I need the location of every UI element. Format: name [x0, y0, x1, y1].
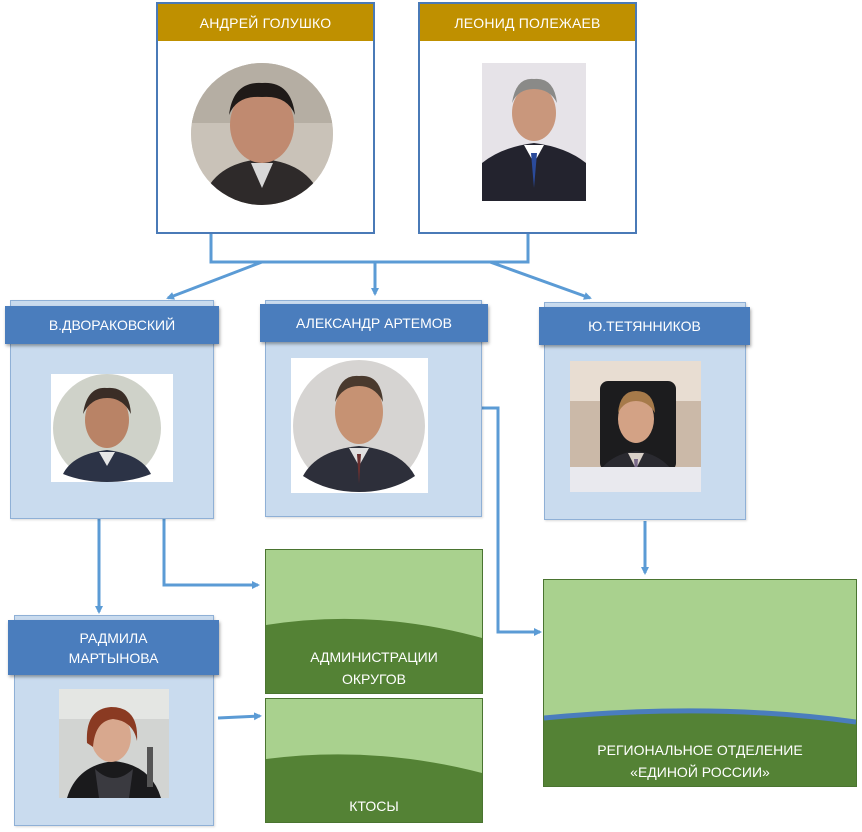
connector-dvorakovsky-to-districts	[162, 519, 260, 589]
name-dvorakovsky: В.ДВОРАКОВСКИЙ	[5, 306, 219, 344]
org-district-administrations-line2: ОКРУГОВ	[342, 671, 406, 687]
green-box-top-shape	[266, 550, 482, 638]
green-box-top-shape	[544, 580, 856, 725]
org-united-russia-line2: «ЕДИНОЙ РОССИИ»	[630, 764, 770, 780]
connector-to-dvorakovsky	[166, 260, 263, 300]
connector-artemov-to-united-russia	[482, 406, 542, 636]
name-golushko: АНДРЕЙ ГОЛУШКО	[158, 4, 373, 41]
photo-polezhaev	[482, 63, 586, 201]
name-polezhaev: ЛЕОНИД ПОЛЕЖАЕВ	[420, 4, 635, 41]
name-martynova-line1: РАДМИЛА	[79, 629, 148, 646]
name-martynova-line2: МАРТЫНОВА	[68, 649, 159, 666]
name-martynova: РАДМИЛА МАРТЫНОВА	[8, 620, 219, 675]
name-tetyannikov: Ю.ТЕТЯННИКОВ	[539, 307, 750, 345]
green-box-top-shape	[266, 699, 482, 773]
photo-tetyannikov	[570, 361, 701, 492]
org-district-administrations-label: АДМИНИСТРАЦИИ ОКРУГОВ	[266, 646, 482, 690]
photo-artemov	[291, 358, 428, 493]
photo-golushko	[191, 63, 333, 205]
photo-dvorakovsky	[51, 374, 173, 482]
connector-to-tetyannikov	[489, 260, 592, 300]
org-united-russia-label: РЕГИОНАЛЬНОЕ ОТДЕЛЕНИЕ «ЕДИНОЙ РОССИИ»	[544, 739, 856, 783]
org-ktos-label: КТОСЫ	[349, 798, 399, 814]
card-polezhaev: ЛЕОНИД ПОЛЕЖАЕВ	[418, 2, 637, 234]
connector-top-bracket	[209, 232, 530, 264]
org-united-russia-regional-branch: РЕГИОНАЛЬНОЕ ОТДЕЛЕНИЕ «ЕДИНОЙ РОССИИ»	[543, 579, 857, 787]
org-united-russia-line1: РЕГИОНАЛЬНОЕ ОТДЕЛЕНИЕ	[597, 742, 803, 758]
org-ktos: КТОСЫ	[265, 698, 483, 823]
card-golushko: АНДРЕЙ ГОЛУШКО	[156, 2, 375, 234]
name-artemov: АЛЕКСАНДР АРТЕМОВ	[260, 304, 488, 342]
photo-martynova	[59, 689, 169, 798]
org-district-administrations-line1: АДМИНИСТРАЦИИ	[310, 649, 438, 665]
org-district-administrations: АДМИНИСТРАЦИИ ОКРУГОВ	[265, 549, 483, 694]
connector-martynova-to-ktos	[217, 712, 262, 721]
